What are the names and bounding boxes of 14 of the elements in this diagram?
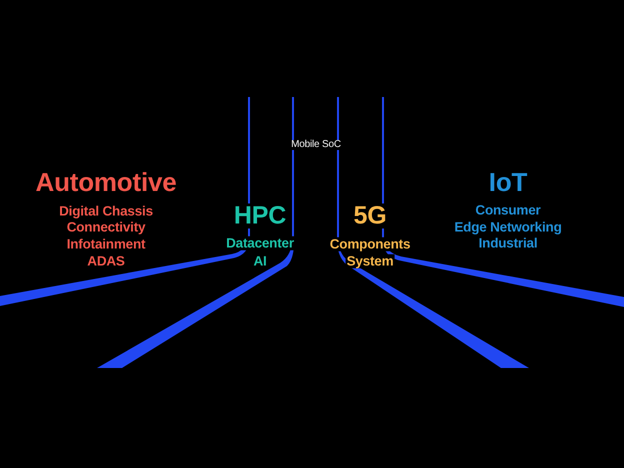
- segment-item: Infotainment: [66, 237, 146, 251]
- center-label: Mobile SoC: [290, 140, 342, 150]
- segment-item: Connectivity: [66, 220, 146, 234]
- segment-item: Industrial: [478, 236, 538, 250]
- segment-item: Digital Chassis: [58, 204, 154, 218]
- segment-heading: 5G: [352, 204, 388, 228]
- segment-item: Consumer: [474, 203, 542, 217]
- segment-item: ADAS: [86, 254, 126, 268]
- segment-item: Components: [328, 237, 412, 251]
- segment-item: Datacenter: [225, 236, 295, 250]
- segment-item: AI: [252, 254, 268, 268]
- segment-item: System: [346, 254, 394, 268]
- segment-heading: HPC: [232, 204, 288, 228]
- segment-item: Edge Networking: [453, 220, 563, 234]
